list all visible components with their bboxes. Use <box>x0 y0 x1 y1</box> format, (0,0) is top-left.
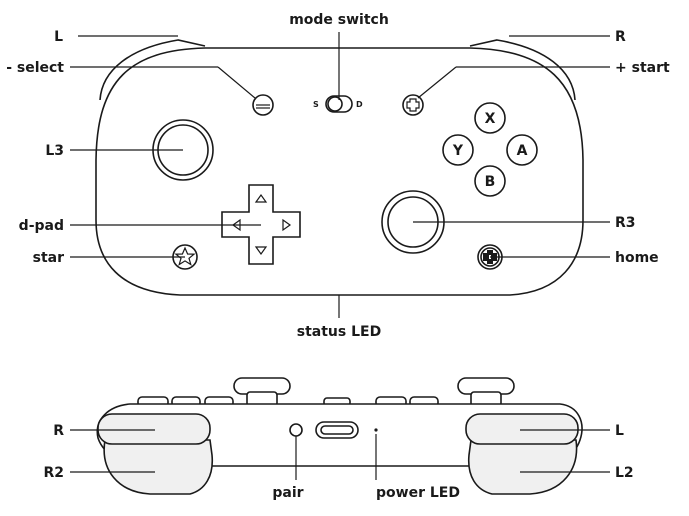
a-button-label: A <box>517 143 528 159</box>
star-icon <box>174 246 196 266</box>
star-label: star <box>33 250 64 266</box>
x-button <box>474 102 506 134</box>
l-bumper-top <box>465 413 579 445</box>
y-button-label: Y <box>452 143 464 159</box>
l3-label: L3 <box>45 143 64 159</box>
l-bottom-label: L <box>615 423 624 439</box>
r3-label: R3 <box>615 215 636 231</box>
top-left-stick <box>233 377 291 407</box>
usb-c-port-icon <box>315 421 359 439</box>
l-label: L <box>54 29 63 45</box>
front-view: S D X Y A <box>70 32 610 318</box>
top-right-stick <box>457 377 515 407</box>
controller-body <box>95 47 584 296</box>
r-bottom-label: R <box>53 423 64 439</box>
dpad-up-arrow <box>254 193 268 203</box>
r-bumper-top <box>97 413 211 445</box>
pair-button <box>289 423 303 437</box>
face-buttons: X Y A B <box>442 102 538 197</box>
home-label: home <box>615 250 659 266</box>
r2-label: R2 <box>43 465 64 481</box>
select-button <box>252 94 274 116</box>
l2-trigger <box>467 439 578 495</box>
dpad-right-arrow <box>282 218 292 232</box>
switch-s-label: S <box>313 100 319 109</box>
mode-switch-label: mode switch <box>289 12 389 28</box>
start-label: + start <box>615 60 670 76</box>
dpad-label: d-pad <box>19 218 64 234</box>
top-view <box>70 377 610 495</box>
pair-label: pair <box>272 485 303 501</box>
front-l-bumper <box>99 39 206 101</box>
start-plus-icon <box>406 98 420 112</box>
r2-trigger <box>103 439 214 495</box>
dpad-down-arrow <box>254 246 268 256</box>
a-button <box>506 134 538 166</box>
front-r-bumper <box>469 39 576 101</box>
r-label: R <box>615 29 626 45</box>
switch-d-label: D <box>356 100 363 109</box>
y-button <box>442 134 474 166</box>
start-button <box>402 94 424 116</box>
status-led-label: status LED <box>297 324 381 340</box>
select-label: - select <box>6 60 64 76</box>
b-button <box>474 165 506 197</box>
l2-label: L2 <box>615 465 634 481</box>
x-button-label: X <box>485 111 496 127</box>
b-button-label: B <box>485 174 496 190</box>
power-led-label: power LED <box>376 485 460 501</box>
power-led <box>374 428 378 432</box>
